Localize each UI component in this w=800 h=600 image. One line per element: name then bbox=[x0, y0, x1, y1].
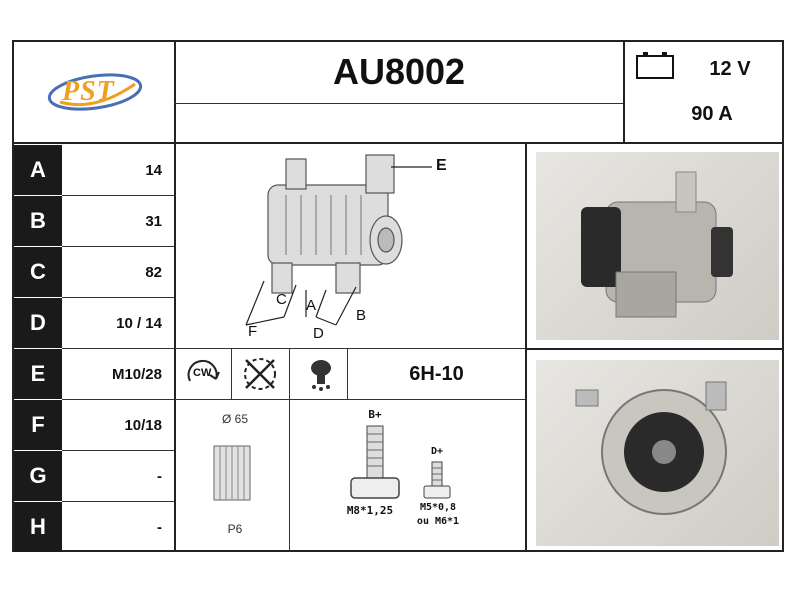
divider bbox=[174, 103, 623, 104]
spec-value-a: 14 bbox=[145, 161, 162, 179]
spec-value-f: 10/18 bbox=[124, 416, 162, 434]
spec-letter-a: A bbox=[14, 145, 62, 195]
logo-text: PST bbox=[62, 76, 115, 107]
dim-label-c: C bbox=[276, 291, 287, 308]
amperage-value: 90 A bbox=[691, 103, 733, 125]
divider bbox=[62, 195, 174, 196]
dim-label-a: A bbox=[306, 297, 317, 314]
divider bbox=[231, 348, 232, 399]
spec-letter-c: C bbox=[14, 247, 62, 297]
divider bbox=[62, 246, 174, 247]
no-fan-icon bbox=[238, 354, 282, 394]
rotation-cw-icon: CW bbox=[182, 355, 224, 393]
alternator-dimension-drawing: E C A B F D bbox=[176, 145, 523, 347]
divider bbox=[12, 142, 784, 144]
dim-label-b: B bbox=[356, 307, 367, 324]
voltage-value: 12 V bbox=[709, 58, 751, 80]
divider bbox=[62, 297, 174, 298]
part-number: AU8002 bbox=[332, 51, 466, 92]
divider bbox=[174, 399, 525, 400]
spec-letter-e: E bbox=[14, 349, 62, 399]
divider bbox=[623, 40, 625, 142]
dim-label-f: F bbox=[248, 323, 258, 340]
pulley-icon bbox=[204, 440, 264, 506]
pulley-diameter: Ø 65 bbox=[221, 412, 248, 426]
d-plus-bolt-icon bbox=[420, 460, 454, 502]
battery-icon bbox=[635, 50, 679, 80]
plug-code: 6H-10 bbox=[409, 362, 464, 385]
divider bbox=[289, 348, 290, 552]
spec-letter-f: F bbox=[14, 400, 62, 450]
d-plus-thread-2: ou M6*1 bbox=[416, 516, 460, 527]
divider bbox=[62, 450, 174, 451]
pst-logo: PST bbox=[40, 62, 150, 120]
spec-value-d: 10 / 14 bbox=[116, 314, 162, 332]
b-plus-label: B+ bbox=[368, 408, 382, 421]
regulator-plug-icon bbox=[300, 354, 342, 394]
alternator-photo-side bbox=[536, 152, 779, 340]
divider bbox=[347, 348, 348, 399]
spec-letter-d: D bbox=[14, 298, 62, 348]
spec-value-b: 31 bbox=[145, 212, 162, 230]
rotation-label: CW bbox=[193, 367, 212, 379]
divider bbox=[525, 348, 784, 350]
spec-value-e: M10/28 bbox=[111, 365, 162, 383]
spec-letter-g: G bbox=[14, 451, 62, 501]
divider bbox=[62, 348, 174, 349]
divider bbox=[174, 348, 525, 349]
spec-letter-h: H bbox=[14, 502, 62, 552]
spec-value-g: - bbox=[157, 467, 162, 485]
spec-value-h: - bbox=[157, 518, 162, 536]
divider bbox=[62, 399, 174, 400]
dim-label-e: E bbox=[436, 157, 447, 174]
dim-label-d: D bbox=[313, 325, 324, 342]
spec-letter-b: B bbox=[14, 196, 62, 246]
divider bbox=[525, 142, 527, 552]
d-plus-thread-1: M5*0,8 bbox=[419, 502, 457, 513]
divider bbox=[174, 40, 176, 552]
alternator-photo-front bbox=[536, 360, 779, 546]
spec-value-c: 82 bbox=[145, 263, 162, 281]
pulley-type: P6 bbox=[227, 522, 243, 536]
b-plus-thread: M8*1,25 bbox=[346, 504, 394, 517]
spec-sheet-frame bbox=[12, 40, 784, 552]
divider bbox=[62, 501, 174, 502]
b-plus-bolt-icon bbox=[345, 422, 405, 504]
d-plus-label: D+ bbox=[430, 446, 444, 457]
